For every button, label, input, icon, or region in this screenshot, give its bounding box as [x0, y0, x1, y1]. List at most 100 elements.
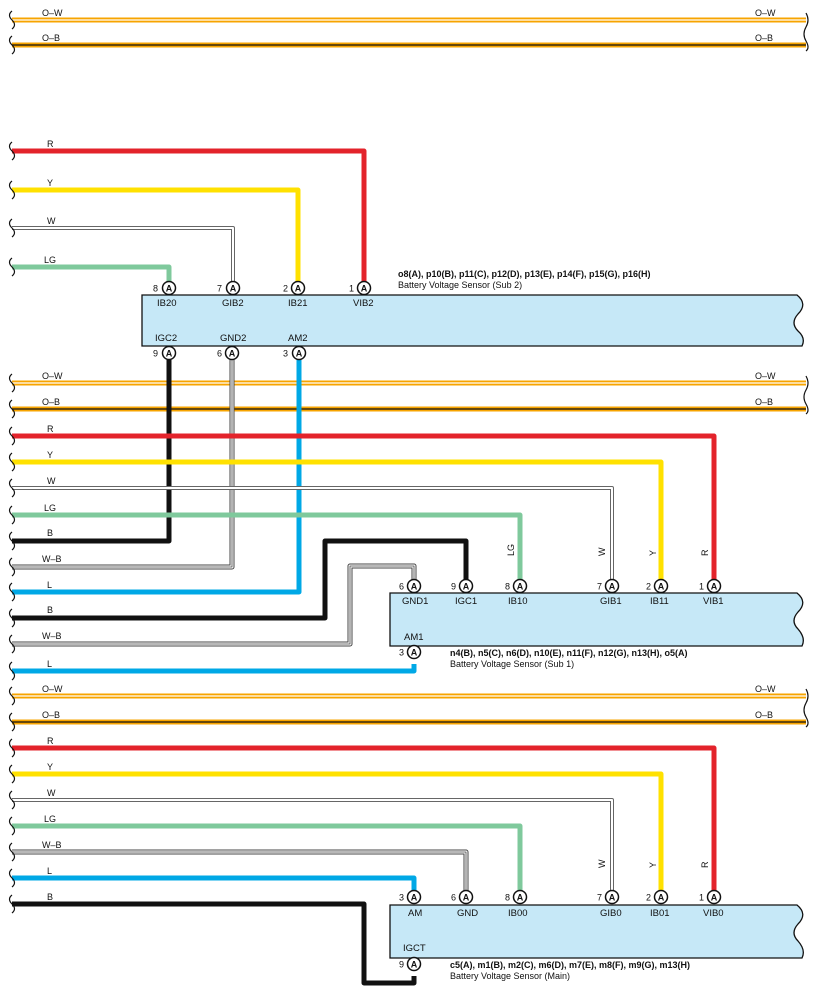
wire-label-r: R — [47, 736, 54, 746]
sub2-connector-box — [141, 294, 804, 347]
pin-number: 8 — [505, 582, 510, 592]
pin-marker: A — [658, 582, 665, 592]
connector-captions: o8(A), p10(B), p11(C), p12(D), p13(E), p… — [398, 269, 690, 981]
main-connector-name: Battery Voltage Sensor (Main) — [450, 971, 570, 981]
wire-wb-sub2-gnd2 — [12, 360, 235, 570]
wire-break-mark — [8, 686, 16, 706]
wire-wb-main — [12, 849, 469, 893]
sub1-pin-am1: A 3 AM1 — [399, 632, 424, 660]
main-pins: A 3 AM A 6 GND A 8 IB00 A 7 GIB0 A 2 IB0… — [399, 889, 724, 972]
wire-lg-sub2 — [12, 264, 172, 284]
sub1-connector-name: Battery Voltage Sensor (Sub 1) — [450, 659, 574, 669]
wire-label-w: W — [47, 216, 56, 226]
pin-name: VIB2 — [353, 298, 374, 309]
wire-label-wb: W–B — [42, 840, 62, 850]
pin-name: IB10 — [508, 596, 528, 607]
pin-marker: A — [711, 893, 718, 903]
sub1-pin-ib10: A 8 IB10 — [505, 578, 528, 607]
bus-label-ob: O–B — [42, 710, 60, 720]
wire-w-sub1 — [12, 486, 614, 582]
wire-label-r-vertical: R — [700, 549, 710, 556]
pin-name: IB11 — [650, 596, 669, 607]
pin-marker: A — [230, 284, 237, 294]
wire-label-wb: W–B — [42, 554, 62, 564]
pin-number: 2 — [283, 284, 288, 294]
wire-break-mark — [8, 790, 16, 810]
wire-label-b: B — [47, 605, 53, 615]
wire-break-mark — [8, 531, 16, 551]
pin-marker: A — [411, 960, 418, 970]
sub2-connector-name: Battery Voltage Sensor (Sub 2) — [398, 280, 522, 290]
wire-b-main-igct — [12, 901, 417, 986]
wire-label-y: Y — [47, 178, 53, 188]
pin-number: 9 — [451, 582, 456, 592]
pin-marker: A — [166, 349, 173, 359]
sub2-connector-codes: o8(A), p10(B), p11(C), p12(D), p13(E), p… — [398, 269, 651, 279]
pin-name: IB20 — [157, 298, 177, 309]
pin-name: GND — [457, 908, 478, 919]
right-break-marks — [803, 12, 809, 728]
pin-name: IB21 — [288, 298, 308, 309]
wire-label-y-vertical: Y — [648, 550, 658, 556]
pin-marker: A — [411, 582, 418, 592]
wire-break-mark — [8, 10, 16, 30]
wire-break-mark — [8, 868, 16, 888]
wire-wb-sub1-gnd1 — [12, 563, 417, 647]
pin-name: VIB1 — [703, 596, 724, 607]
sub2-pins: A 8 IB20 A 7 GIB2 A 2 IB21 A 1 VIB2 A 9 … — [153, 280, 374, 361]
wire-y-sub1 — [12, 459, 664, 582]
bus-label-ow: O–W — [755, 371, 776, 381]
wire-break-mark — [8, 764, 16, 784]
main-pin-vib0: A 1 VIB0 — [699, 889, 724, 919]
wire-break-mark — [8, 35, 16, 55]
pin-name: AM — [408, 908, 422, 919]
sub1-connector-codes: n4(B), n5(C), n6(D), n10(E), n11(F), n12… — [450, 648, 688, 658]
wire-break-mark — [8, 712, 16, 732]
wire-break-mark — [8, 738, 16, 758]
wire-break-mark — [8, 257, 16, 277]
pin-number: 7 — [597, 582, 602, 592]
sub1-pin-igc1: A 9 IGC1 — [451, 578, 477, 607]
pin-name: GND1 — [402, 596, 428, 607]
pin-marker: A — [295, 284, 302, 294]
wire-label-w-vertical: W — [597, 859, 607, 868]
wire-label-y-vertical: Y — [648, 862, 658, 868]
wire-label-r-vertical: R — [700, 861, 710, 868]
bus-label-ow: O–W — [42, 8, 63, 18]
main-pin-igct: A 9 IGCT — [399, 943, 426, 972]
bus-label-ow: O–W — [755, 8, 776, 18]
wire-l-main — [12, 875, 417, 893]
wire-break-mark — [8, 816, 16, 836]
pin-name: IB01 — [650, 908, 670, 919]
vertical-wire-labels: LG W Y R W Y R — [506, 544, 710, 868]
break-marks — [8, 10, 16, 914]
pin-number: 8 — [505, 893, 510, 903]
pin-number: 8 — [153, 284, 158, 294]
wire-label-lg: LG — [44, 503, 56, 513]
sub2-pin-igc2: A 9 IGC2 — [153, 333, 177, 361]
wire-w-main — [12, 798, 614, 893]
pin-number: 7 — [597, 893, 602, 903]
wire-label-w: W — [47, 788, 56, 798]
bus-label-ob: O–B — [42, 33, 60, 43]
wire-break-mark — [8, 634, 16, 654]
wires-main — [12, 745, 717, 986]
wire-l-sub1-am1 — [12, 664, 417, 674]
pin-marker: A — [517, 582, 524, 592]
pin-number: 1 — [349, 284, 354, 294]
wire-b-sub2-igc2 — [12, 360, 172, 544]
wire-lg-main — [12, 823, 523, 893]
bus-lines — [12, 17, 806, 725]
pin-marker: A — [463, 582, 470, 592]
main-pin-am: A 3 AM — [399, 889, 422, 919]
wire-r-sub2 — [12, 148, 367, 284]
wire-break-mark — [8, 218, 16, 238]
pin-marker: A — [361, 284, 368, 294]
pin-marker: A — [609, 582, 616, 592]
wire-break-mark — [8, 557, 16, 577]
wire-r-sub1 — [12, 433, 717, 582]
pin-number: 6 — [399, 582, 404, 592]
pin-number: 9 — [399, 960, 404, 970]
